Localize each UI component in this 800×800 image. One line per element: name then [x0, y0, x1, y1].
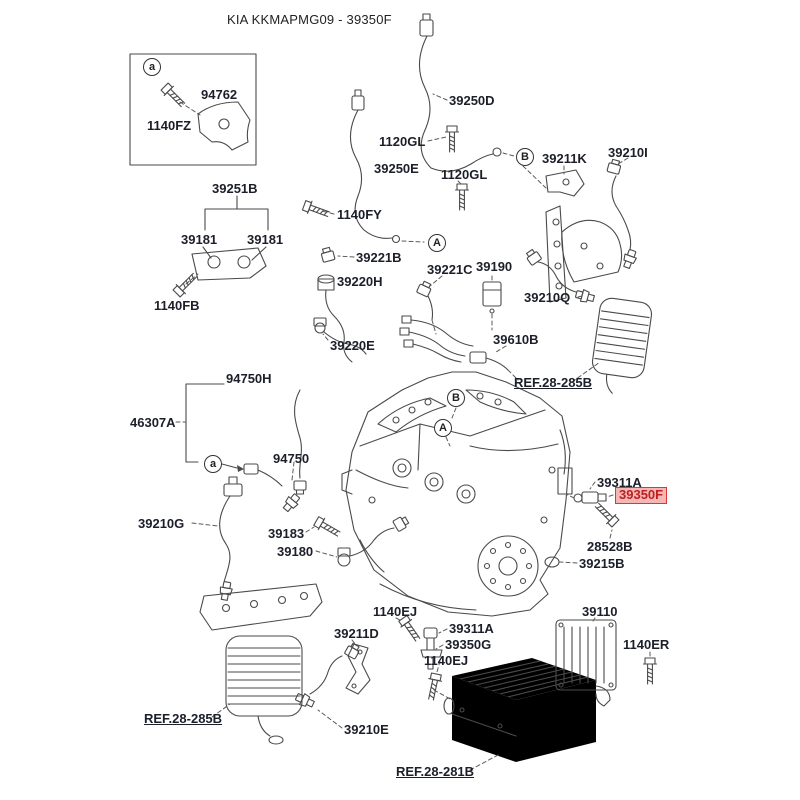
part-label-39311A-1[interactable]: 39311A — [597, 475, 642, 490]
part-label-1140EJ-2[interactable]: 1140EJ — [424, 653, 469, 668]
cam-sensor-39350F-drawing — [565, 481, 621, 539]
air-cleaner-drawing — [443, 658, 611, 771]
ref-label-28-281B[interactable]: REF.28-281B — [396, 764, 475, 779]
part-label-39211K[interactable]: 39211K — [542, 151, 587, 166]
ref-label-28-285B-left[interactable]: REF.28-285B — [144, 711, 223, 726]
part-label-39350G[interactable]: 39350G — [445, 637, 492, 652]
callout-a-1: a — [143, 58, 161, 76]
engine-block-drawing — [341, 371, 578, 617]
ref-label-28-285B-right[interactable]: REF.28-285B — [514, 375, 593, 390]
part-label-39181-2[interactable]: 39181 — [247, 232, 284, 247]
bracket-39251B-drawing — [171, 195, 269, 299]
sensor-94750-drawing — [175, 383, 307, 515]
callout-A-1: A — [428, 234, 446, 252]
callout-B-2: B — [447, 389, 465, 407]
part-label-39210E[interactable]: 39210E — [344, 722, 389, 737]
part-label-1140FB[interactable]: 1140FB — [154, 298, 200, 313]
part-label-1140FZ[interactable]: 1140FZ — [147, 118, 192, 133]
part-label-94750[interactable]: 94750 — [273, 451, 310, 466]
ecu-39110-drawing — [555, 617, 658, 691]
bracket-39211K-drawing — [522, 165, 585, 197]
cable-39250D-drawing — [418, 13, 515, 172]
part-label-1140FY[interactable]: 1140FY — [337, 207, 382, 222]
knock-sensor-39350G-drawing — [345, 614, 453, 702]
part-label-46307A[interactable]: 46307A — [130, 415, 176, 430]
inset-box-94762-drawing — [129, 53, 257, 166]
part-label-39210Q[interactable]: 39210Q — [524, 290, 571, 305]
part-label-39350F-highlighted[interactable]: 39350F — [615, 487, 668, 504]
o2-sensor-39210Q-drawing — [523, 247, 596, 305]
part-label-39250D[interactable]: 39250D — [449, 93, 495, 108]
part-label-39180[interactable]: 39180 — [277, 544, 314, 559]
part-label-1120GL-2[interactable]: 1120GL — [441, 167, 488, 182]
harness-39610B-drawing — [399, 315, 519, 381]
part-label-1140EJ-1[interactable]: 1140EJ — [373, 604, 418, 619]
o2-sensor-39210E-drawing — [293, 641, 362, 729]
part-label-1140ER[interactable]: 1140ER — [623, 637, 670, 652]
part-label-39110[interactable]: 39110 — [582, 604, 618, 619]
part-label-39183[interactable]: 39183 — [268, 526, 305, 541]
part-label-39250E[interactable]: 39250E — [374, 161, 419, 176]
part-label-94762[interactable]: 94762 — [201, 87, 238, 102]
diagram-title: KIA KKMAPMG09 - 39350F — [227, 12, 392, 27]
part-label-39210G[interactable]: 39210G — [138, 516, 185, 531]
part-label-39221C[interactable]: 39221C — [427, 262, 473, 277]
exhaust-manifold-right-drawing — [545, 205, 653, 394]
callout-B-1: B — [516, 148, 534, 166]
part-label-1120GL-1[interactable]: 1120GL — [379, 134, 426, 149]
part-label-39215B[interactable]: 39215B — [579, 556, 625, 571]
cable-39250E-drawing — [349, 89, 425, 244]
callout-A-2: A — [434, 419, 452, 437]
crank-sensor-39180-drawing — [305, 514, 411, 567]
part-label-94750H[interactable]: 94750H — [226, 371, 272, 386]
part-label-28528B[interactable]: 28528B — [587, 539, 633, 554]
part-label-39211D[interactable]: 39211D — [334, 626, 379, 641]
part-label-39610B[interactable]: 39610B — [493, 332, 539, 347]
exhaust-manifold-left-drawing — [199, 583, 323, 745]
relay-39190-drawing — [482, 275, 502, 331]
part-label-39181-1[interactable]: 39181 — [181, 232, 218, 247]
part-label-39210I[interactable]: 39210I — [608, 145, 648, 160]
part-label-39220E[interactable]: 39220E — [330, 338, 375, 353]
o2-sensor-39210I-drawing — [606, 157, 639, 270]
part-label-39221B[interactable]: 39221B — [356, 250, 402, 265]
cam-sensors-left-drawing — [313, 246, 443, 363]
part-label-39220H[interactable]: 39220H — [337, 274, 383, 289]
part-label-39251B[interactable]: 39251B — [212, 181, 258, 196]
bolts-top-drawing — [301, 125, 470, 221]
part-label-39311A-2[interactable]: 39311A — [449, 621, 494, 636]
callout-a-2: a — [204, 455, 222, 473]
part-label-39190[interactable]: 39190 — [476, 259, 513, 274]
o2-sensor-39210G-drawing — [191, 476, 243, 602]
